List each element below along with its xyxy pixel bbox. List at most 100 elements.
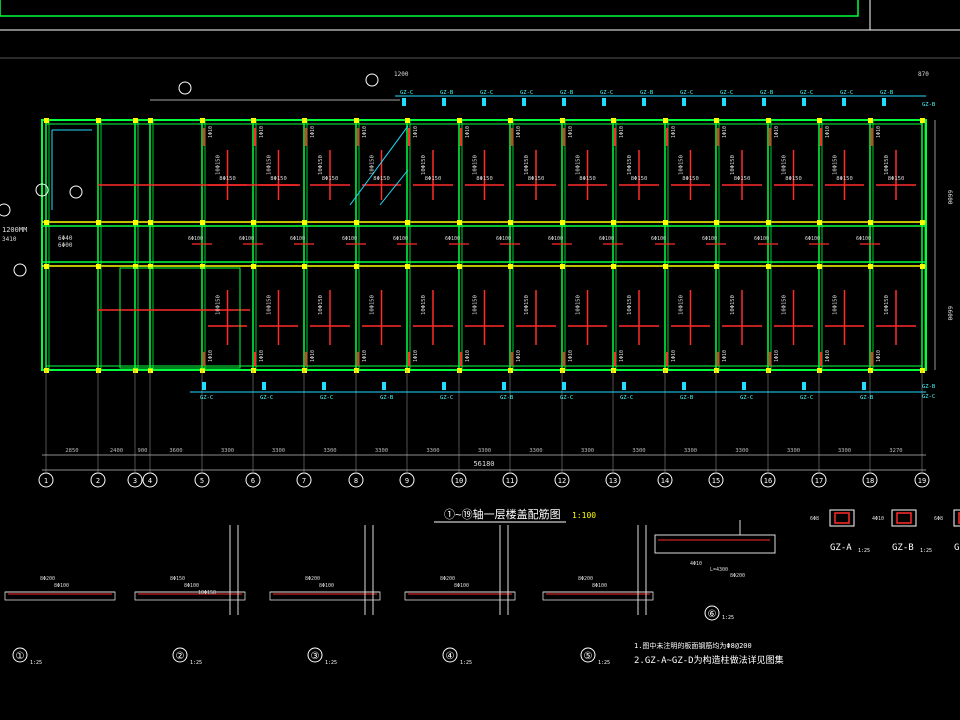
axis-circle	[127, 472, 143, 488]
axis-circle	[142, 472, 158, 488]
axis-label: 3	[133, 477, 137, 485]
column-marker	[817, 220, 822, 225]
column-marker	[714, 118, 719, 123]
column-marker	[508, 264, 513, 269]
bay-label-mid: 8Φ150	[888, 176, 905, 182]
section-marker	[0, 203, 11, 217]
bay-label-top: 10Φ150	[833, 155, 839, 175]
support-label-bottom: 1Φ10	[722, 350, 728, 362]
column-marker	[251, 220, 256, 225]
dim-spacing: 3300	[272, 448, 285, 454]
column-tag-top: GZ-C	[600, 90, 613, 96]
column-marker	[251, 118, 256, 123]
column-marker	[766, 264, 771, 269]
section-label: 8Φ200	[440, 576, 455, 582]
column-marker	[302, 264, 307, 269]
column-detail-box	[829, 509, 855, 527]
stair-zone	[119, 267, 241, 369]
axis-circle	[811, 472, 827, 488]
section-label: 8Φ100	[454, 583, 469, 589]
support-label-bottom: 1Φ10	[208, 350, 214, 362]
column-tag-mark	[402, 98, 406, 106]
column-marker	[457, 264, 462, 269]
column-tag-right: GZ-C	[922, 394, 935, 400]
column-marker	[560, 368, 565, 373]
column-marker	[611, 118, 616, 123]
section-details: 8Φ2008Φ100①1:258Φ1508Φ10010Φ150②1:258Φ20…	[4, 520, 776, 666]
bay-label-mid: 8Φ150	[270, 176, 287, 182]
column-tag-mark	[682, 382, 686, 390]
column-marker	[200, 368, 205, 373]
support-label-bottom: 1Φ10	[516, 350, 522, 362]
column-marker	[96, 220, 101, 225]
bay-label-bottom: 10Φ150	[267, 295, 273, 315]
left-annotations: 1200MM 3410 6Φ40 6Φ00	[2, 226, 73, 249]
bay-label-mid: 8Φ150	[219, 176, 236, 182]
left-label-4: 6Φ00	[58, 242, 73, 249]
column-marker	[766, 368, 771, 373]
column-tag-top: GZ-C	[480, 90, 493, 96]
bay-label-top: 10Φ150	[576, 155, 582, 175]
bay-label-bottom: 10Φ150	[473, 295, 479, 315]
axis-label: 6	[251, 477, 255, 485]
column-marker	[868, 220, 873, 225]
column-tag-mark	[862, 382, 866, 390]
column-marker	[148, 368, 153, 373]
column-tag-bottom: GZ-C	[620, 395, 633, 401]
column-tag-mark	[382, 382, 386, 390]
section-number: ①	[16, 651, 25, 662]
axis-label: 4	[148, 477, 152, 485]
bay-label-mid: 8Φ150	[476, 176, 493, 182]
column-detail-label: 6Φ8	[934, 516, 943, 522]
column-marker	[354, 264, 359, 269]
axis-label: 14	[661, 477, 669, 485]
bay-label-top: 10Φ150	[730, 155, 736, 175]
section-marker	[13, 263, 27, 277]
section-label: 8Φ100	[54, 583, 69, 589]
column-marker	[96, 368, 101, 373]
column-marker	[148, 118, 153, 123]
axis-label: 17	[815, 477, 823, 485]
column-marker	[354, 118, 359, 123]
axis-circle	[90, 472, 106, 488]
section-marker	[69, 185, 83, 199]
column-detail-scale: 1:25	[858, 548, 870, 554]
section6-circle	[704, 605, 720, 621]
column-tag-mark	[322, 382, 326, 390]
column-tag-mark	[482, 98, 486, 106]
column-tag-bottom: GZ-C	[260, 395, 273, 401]
column-marker	[663, 368, 668, 373]
column-marker	[663, 118, 668, 123]
section-slab-body	[134, 591, 246, 601]
column-marker	[868, 368, 873, 373]
column-marker	[302, 118, 307, 123]
column-marker	[817, 368, 822, 373]
dim-spacing: 2400	[110, 448, 123, 454]
corridor-label: 6Φ100	[805, 236, 820, 242]
column-marker	[44, 264, 49, 269]
corridor-label: 6Φ100	[651, 236, 666, 242]
right-dim-2: 6600	[946, 306, 953, 321]
bay-label-top: 10Φ150	[473, 155, 479, 175]
bay-label-bottom: 10Φ150	[318, 295, 324, 315]
axis-label: 16	[764, 477, 772, 485]
column-marker	[96, 118, 101, 123]
section-number-circle	[307, 647, 323, 663]
section-slab-body	[269, 591, 381, 601]
column-tag-mark	[562, 382, 566, 390]
axis-label: 18	[866, 477, 874, 485]
column-marker	[868, 264, 873, 269]
support-label-top: 1Φ10	[825, 126, 831, 138]
bay-label-bottom: 10Φ150	[782, 295, 788, 315]
dim-spacing: 3300	[375, 448, 388, 454]
column-marker	[714, 368, 719, 373]
section-label: 8Φ100	[184, 583, 199, 589]
note-2: 2.GZ-A~GZ-D为构造柱做法详见图集	[634, 654, 784, 666]
axis-label: 7	[302, 477, 306, 485]
dim-spacing: 3300	[323, 448, 336, 454]
column-tag-mark	[602, 98, 606, 106]
section-slab-body	[404, 591, 516, 601]
section-slab-body	[542, 591, 654, 601]
